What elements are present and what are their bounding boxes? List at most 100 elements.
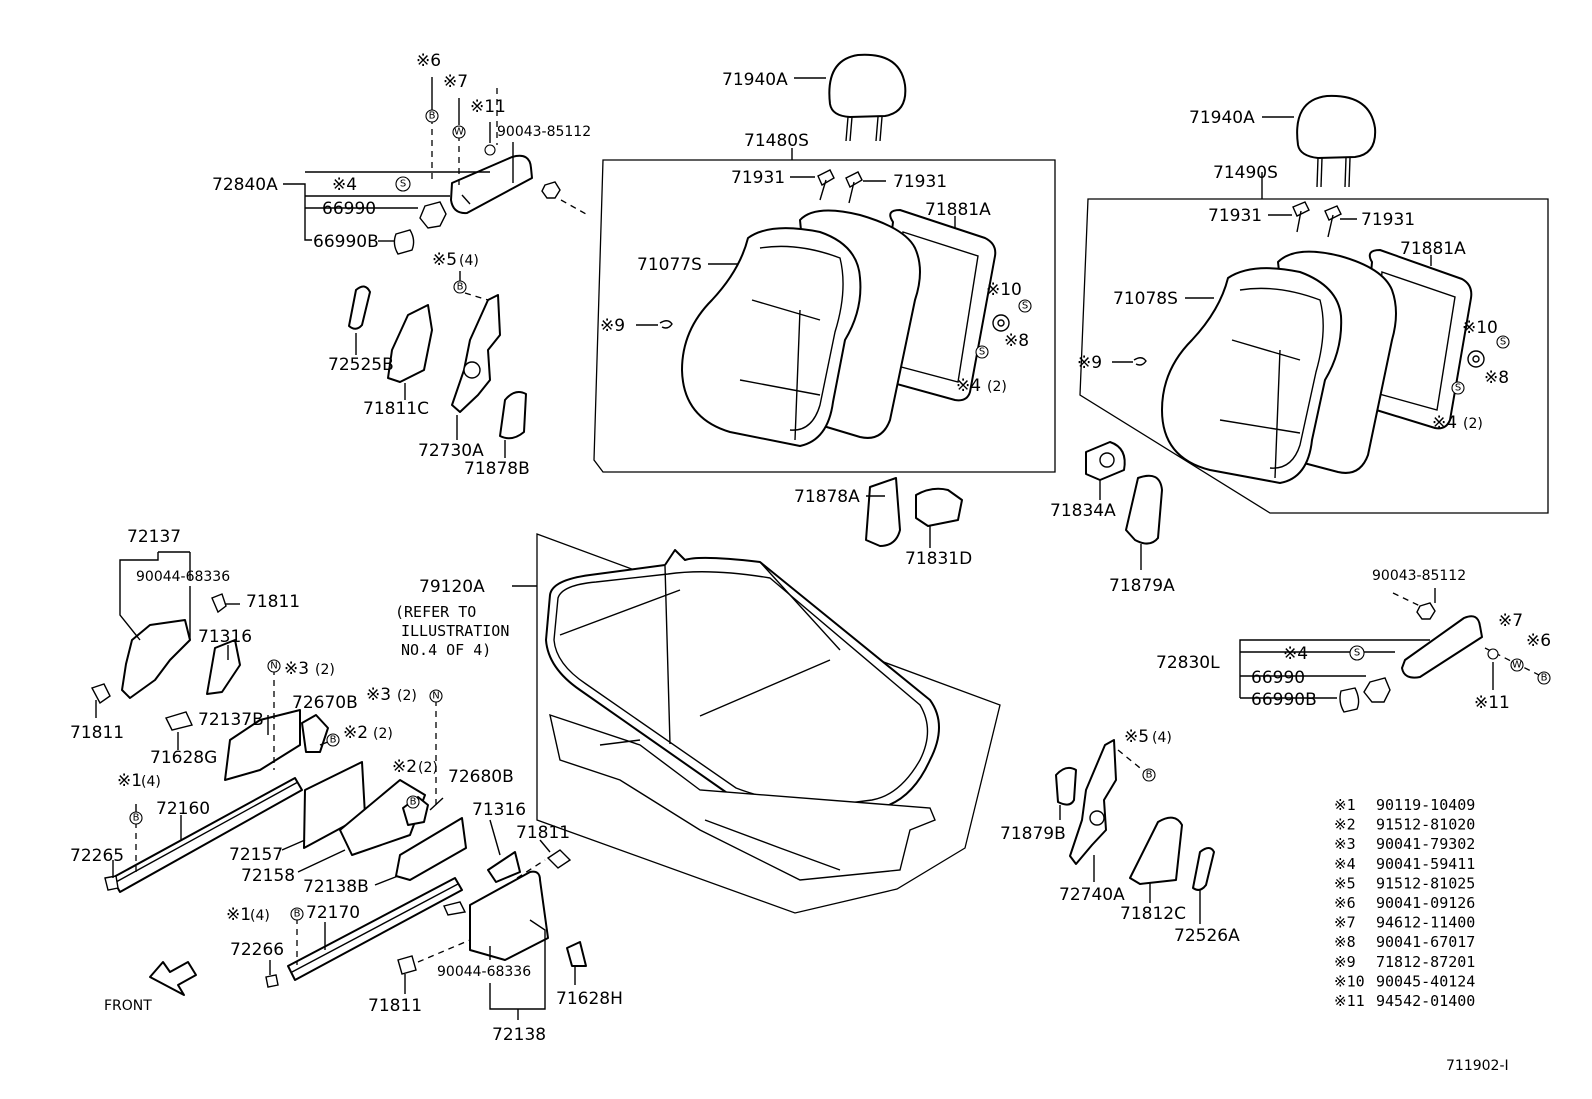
fastener-symbols: B W S B S S S S S W B B N N B B B B (129, 109, 1551, 921)
part-label: 66990 (322, 199, 376, 219)
bolt-symbol: B (425, 109, 439, 123)
part-label: 71834A (1050, 501, 1116, 521)
legend-key: ※7 (1334, 914, 1356, 932)
part-label: 71628H (556, 989, 623, 1009)
legend-key: ※10 (1334, 972, 1365, 990)
legend-part-number: 90045-40124 (1376, 972, 1475, 990)
svg-text:S: S (1500, 337, 1506, 348)
part-label: 90044-68336 (437, 964, 531, 980)
part-label: 72830L (1156, 653, 1220, 673)
legend-key: ※5 (1334, 874, 1356, 892)
part-label: 71811 (516, 823, 570, 843)
svg-text:B: B (410, 797, 417, 808)
svg-text:B: B (429, 111, 436, 122)
part-label: 71940A (1189, 108, 1255, 128)
legend-part-number: 90119-10409 (1376, 796, 1475, 814)
fastener-callout: ※10 (986, 280, 1022, 300)
front-arrow-icon (149, 961, 197, 996)
part-label: 72525B (328, 355, 394, 375)
screw-symbol: S (1496, 335, 1510, 349)
svg-text:B: B (1146, 770, 1153, 781)
part-label: 71077S (637, 255, 702, 275)
part-label: 72680B (448, 767, 514, 787)
part-label: 71628G (150, 748, 217, 768)
bolt-symbol: B (1537, 671, 1551, 685)
legend-part-number: 90041-67017 (1376, 933, 1475, 951)
part-label: 71881A (1400, 239, 1466, 259)
reference-note: ILLUSTRATION (401, 622, 509, 640)
part-label: 71940A (722, 70, 788, 90)
armrest-right (1339, 602, 1483, 713)
part-label: 72158 (241, 866, 295, 886)
fastener-qty: (4) (250, 908, 270, 924)
screw-symbol: S (1349, 645, 1365, 661)
fastener-callout: ※1 (226, 905, 251, 925)
legend-part-number: 94542-01400 (1376, 992, 1475, 1010)
part-label: 71878A (794, 487, 860, 507)
legend-key: ※4 (1334, 855, 1356, 873)
part-label: 72138 (492, 1025, 546, 1045)
armrest-left (393, 154, 561, 255)
fastener-callout: ※9 (600, 316, 625, 336)
svg-text:S: S (979, 347, 985, 358)
svg-text:B: B (457, 282, 464, 293)
part-label: 72266 (230, 940, 284, 960)
part-label: 72137 (127, 527, 181, 547)
nut-symbol (1487, 648, 1499, 660)
part-label: 90043-85112 (497, 124, 591, 140)
legend-key: ※8 (1334, 933, 1356, 951)
fastener-callout: ※4 (332, 175, 357, 195)
washer-symbol: W (452, 125, 466, 139)
legend-key: ※9 (1334, 953, 1356, 971)
bolt-symbol: B (406, 795, 420, 809)
part-label: 71831D (905, 549, 972, 569)
fastener-callout: ※5 (1124, 727, 1149, 747)
part-label: 71811 (246, 592, 300, 612)
reference-note: (REFER TO (395, 603, 476, 621)
fastener-callout: ※4 (1432, 413, 1457, 433)
reference-note: NO.4 OF 4) (401, 641, 491, 659)
part-label: 71931 (1361, 210, 1415, 230)
legend-part-number: 91512-81025 (1376, 874, 1475, 892)
fastener-callout: ※4 (956, 376, 981, 396)
screw-symbol: S (1018, 299, 1032, 313)
part-label: 71931 (893, 172, 947, 192)
headrest-right (1296, 94, 1377, 188)
bolt-symbol: B (1142, 768, 1156, 782)
fastener-callout: ※6 (1526, 631, 1551, 651)
part-label: 79120A (419, 577, 485, 597)
part-label: 72265 (70, 846, 124, 866)
part-labels: 71940A 71940A 71480S 71490S 71931 71931 … (70, 51, 1551, 1074)
fastener-qty: (2) (373, 726, 393, 742)
front-direction-label: FRONT (104, 998, 152, 1014)
part-label: 71931 (1208, 206, 1262, 226)
nut-symbol-n: N (267, 659, 281, 673)
part-label: 72170 (306, 903, 360, 923)
fastener-qty: (4) (141, 774, 161, 790)
part-label: 71879B (1000, 824, 1066, 844)
fastener-callout: ※4 (1283, 644, 1308, 664)
screw-symbol: S (1451, 381, 1465, 395)
part-label: 72137B (198, 710, 264, 730)
legend-part-number: 90041-09126 (1376, 894, 1475, 912)
fastener-qty: (2) (418, 760, 438, 776)
part-label: 66990B (313, 232, 379, 252)
screw-symbol: S (975, 345, 989, 359)
part-label: 71811 (368, 996, 422, 1016)
fastener-callout: ※7 (443, 72, 468, 92)
bolt-symbol: B (129, 811, 143, 825)
svg-text:N: N (270, 661, 277, 672)
part-label: 90044-68336 (136, 569, 230, 585)
seat-cushion-frame (536, 533, 1001, 914)
fastener-callout: ※11 (470, 97, 506, 117)
bolt-symbol: B (326, 733, 340, 747)
part-label: 72730A (418, 441, 484, 461)
seatback-right-frame (1079, 198, 1549, 514)
legend-key: ※3 (1334, 835, 1356, 853)
part-label: 72740A (1059, 885, 1125, 905)
center-small-parts (865, 441, 1163, 547)
seatback-left-frame (593, 159, 1056, 473)
legend-key: ※6 (1334, 894, 1356, 912)
fastener-callout: ※1 (117, 771, 142, 791)
